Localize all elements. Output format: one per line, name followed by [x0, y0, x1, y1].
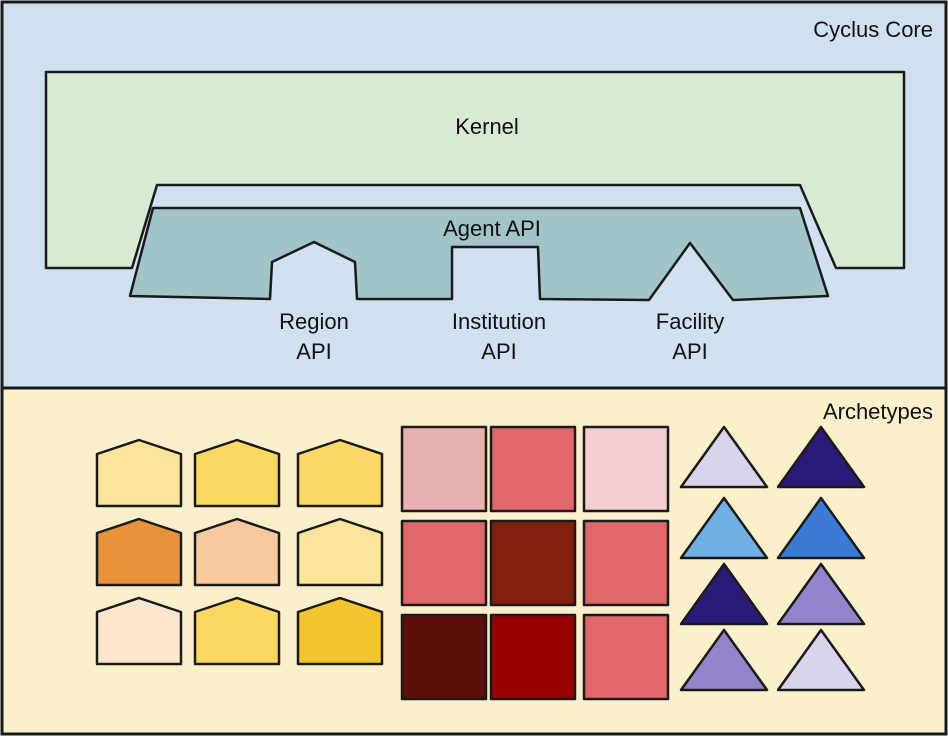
region-archetype-house — [95, 438, 183, 508]
facility-archetype-triangle — [679, 562, 769, 626]
facility-archetype-triangle — [776, 628, 866, 692]
svg-text:Institution: Institution — [452, 309, 546, 334]
institution-archetype-square — [582, 519, 670, 607]
kernel-shape — [44, 70, 906, 270]
region-archetype-house — [193, 517, 281, 587]
institution-archetype-square — [582, 425, 670, 513]
facility-archetype-triangle — [776, 425, 866, 489]
facility-archetypes-grid — [679, 425, 866, 692]
facility-archetype-triangle — [679, 425, 769, 489]
institution-archetype-square — [489, 519, 577, 607]
archetypes-title: Archetypes — [823, 399, 933, 424]
region-archetype-house — [296, 596, 384, 666]
facility-api-label: Facility API — [656, 309, 724, 364]
svg-text:Facility: Facility — [656, 309, 724, 334]
agent-api-shape — [128, 206, 830, 302]
institution-archetype-square — [489, 425, 577, 513]
institution-archetype-square — [400, 519, 488, 607]
institution-archetype-square — [582, 613, 670, 701]
institution-archetype-square — [400, 613, 488, 701]
cyclus-core-panel — [0, 0, 948, 390]
region-archetype-house — [193, 438, 281, 508]
institution-archetype-square — [400, 425, 488, 513]
facility-archetype-triangle — [679, 628, 769, 692]
svg-text:API: API — [296, 339, 331, 364]
region-archetypes-grid — [95, 438, 384, 666]
institution-archetype-square — [489, 613, 577, 701]
cyclus-core-title: Cyclus Core — [813, 17, 933, 42]
facility-archetype-triangle — [679, 496, 769, 560]
agent-api-label: Agent API — [443, 216, 541, 241]
svg-text:API: API — [672, 339, 707, 364]
svg-text:API: API — [481, 339, 516, 364]
region-api-label: Region API — [279, 309, 349, 364]
region-archetype-house — [296, 517, 384, 587]
facility-archetype-triangle — [776, 496, 866, 560]
svg-text:Region: Region — [279, 309, 349, 334]
region-archetype-house — [95, 596, 183, 666]
institution-archetypes-grid — [400, 425, 670, 701]
facility-archetype-triangle — [776, 562, 866, 626]
institution-api-label: Institution API — [452, 309, 546, 364]
kernel-label: Kernel — [455, 114, 519, 139]
region-archetype-house — [193, 596, 281, 666]
region-archetype-house — [95, 517, 183, 587]
region-archetype-house — [296, 438, 384, 508]
